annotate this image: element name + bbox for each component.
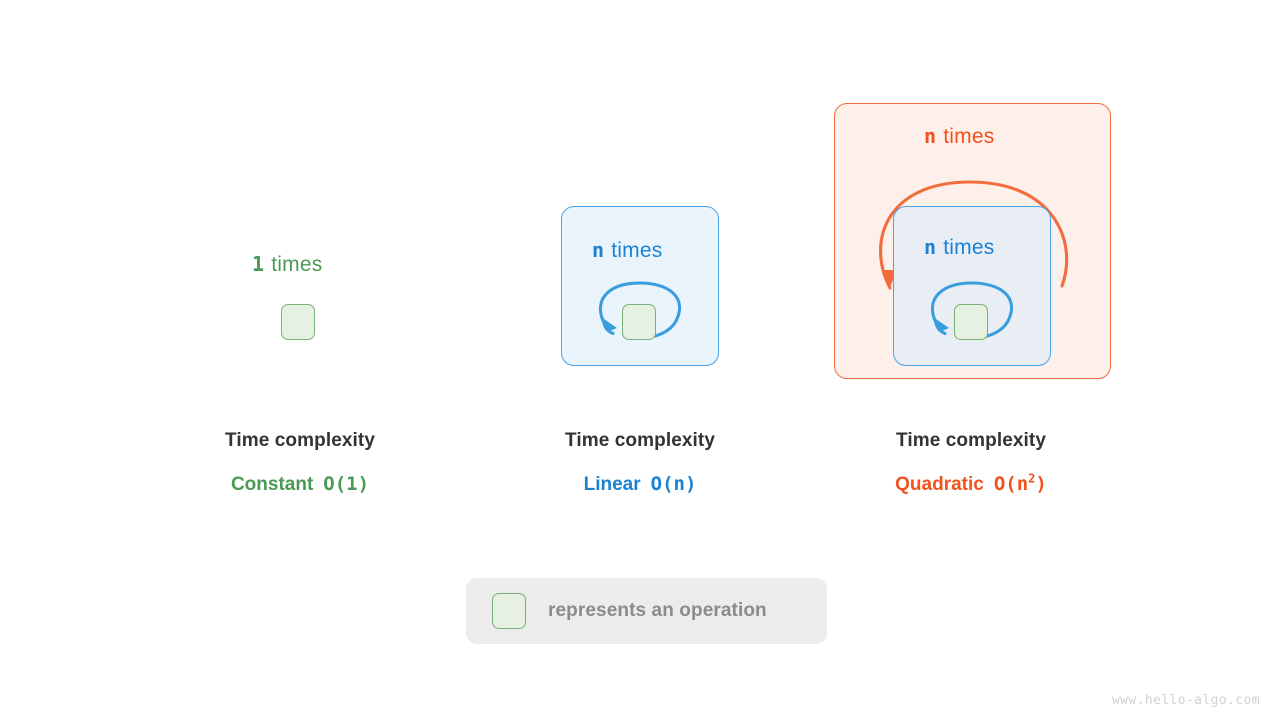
quadratic-inner-loop-count: n bbox=[924, 235, 937, 259]
constant-caption-word: Constant bbox=[230, 474, 314, 495]
operation-square bbox=[954, 304, 988, 340]
constant-caption-bigo: O(1) bbox=[323, 473, 370, 495]
constant-loop-unit: times bbox=[271, 253, 323, 276]
linear-caption-word: Linear bbox=[583, 474, 641, 495]
linear-caption: Time complexity Linear O(n) bbox=[490, 430, 790, 496]
linear-caption-title: Time complexity bbox=[564, 430, 716, 451]
quadratic-bigo-exponent: 2 bbox=[1028, 471, 1036, 486]
operation-square-swatch-icon bbox=[492, 593, 526, 629]
constant-caption-title: Time complexity bbox=[224, 430, 376, 451]
quadratic-outer-loop-unit: times bbox=[943, 125, 995, 148]
constant-loop-caption: 1 times bbox=[252, 254, 322, 275]
quadratic-outer-loop-count: n bbox=[924, 124, 937, 148]
linear-loop-container bbox=[561, 206, 719, 366]
quadratic-caption-word: Quadratic bbox=[895, 474, 984, 495]
quadratic-bigo-base: O(n bbox=[993, 473, 1029, 495]
quadratic-caption-bigo: O(n2) bbox=[994, 473, 1047, 495]
quadratic-caption-value: Quadratic O(n2) bbox=[821, 473, 1121, 496]
quadratic-caption-title: Time complexity bbox=[895, 430, 1047, 451]
linear-caption-bigo: O(n) bbox=[650, 473, 697, 495]
linear-caption-value: Linear O(n) bbox=[490, 473, 790, 496]
quadratic-inner-loop-container bbox=[893, 206, 1051, 366]
quadratic-bigo-tail: ) bbox=[1035, 473, 1047, 495]
operation-square bbox=[622, 304, 656, 340]
linear-loop-count: n bbox=[592, 238, 605, 262]
constant-caption-value: Constant O(1) bbox=[150, 473, 450, 496]
legend: represents an operation bbox=[466, 578, 827, 644]
constant-caption: Time complexity Constant O(1) bbox=[150, 430, 450, 496]
quadratic-caption: Time complexity Quadratic O(n2) bbox=[821, 430, 1121, 496]
operation-square bbox=[281, 304, 315, 340]
legend-label: represents an operation bbox=[548, 600, 767, 621]
linear-loop-unit: times bbox=[611, 239, 663, 262]
constant-loop-count: 1 bbox=[252, 252, 265, 276]
watermark: www.hello-algo.com bbox=[1111, 693, 1260, 708]
quadratic-inner-loop-unit: times bbox=[943, 236, 995, 259]
